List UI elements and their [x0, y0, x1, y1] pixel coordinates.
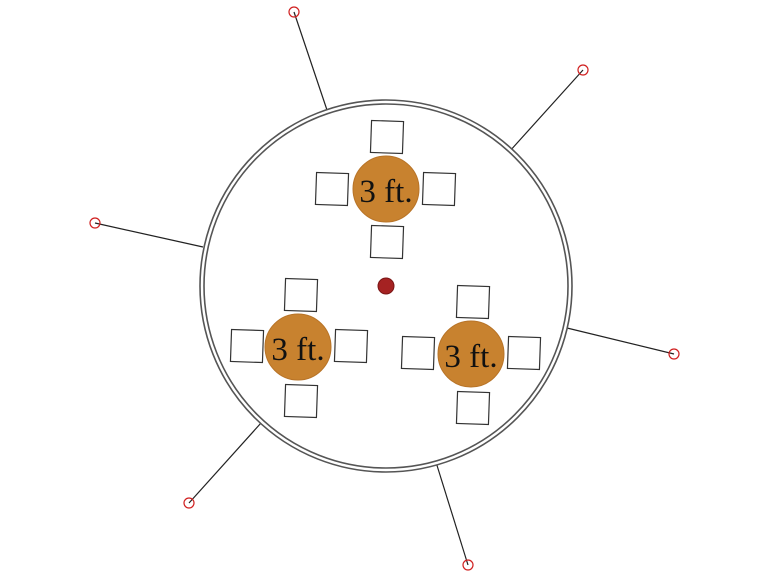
tent-inner-ring [203, 103, 569, 469]
stake-marker [288, 6, 300, 18]
guy-line [508, 69, 584, 153]
table-group-left: 3 ft. [229, 277, 369, 419]
guy-line [566, 327, 675, 355]
chair [421, 171, 457, 207]
table-size-label: 3 ft. [359, 174, 412, 210]
chair [506, 335, 542, 371]
table-size-label: 3 ft. [271, 332, 324, 368]
table-group-top: 3 ft. [314, 119, 457, 260]
center-pole-marker [377, 277, 395, 295]
chair [455, 390, 491, 426]
guy-line [94, 222, 204, 248]
chair [333, 328, 369, 364]
stake-marker [668, 348, 680, 360]
chair [369, 119, 405, 155]
chair [283, 383, 319, 419]
table [264, 313, 332, 381]
chair [369, 224, 405, 260]
guy-line [188, 422, 262, 504]
table [437, 320, 505, 388]
stake-marker [89, 217, 101, 229]
chair [314, 171, 350, 207]
chair [229, 328, 265, 364]
chair [455, 284, 491, 320]
guy-line [293, 11, 330, 117]
table-size-label: 3 ft. [444, 339, 497, 375]
stake-marker [577, 64, 589, 76]
guy-lines [94, 11, 675, 566]
table-group-right: 3 ft. [400, 284, 542, 426]
stake-marker [462, 559, 474, 571]
guy-line [434, 458, 469, 566]
stake-marker [183, 497, 195, 509]
stakes [89, 6, 680, 571]
chair [283, 277, 319, 313]
table [352, 155, 420, 223]
chair [400, 335, 436, 371]
